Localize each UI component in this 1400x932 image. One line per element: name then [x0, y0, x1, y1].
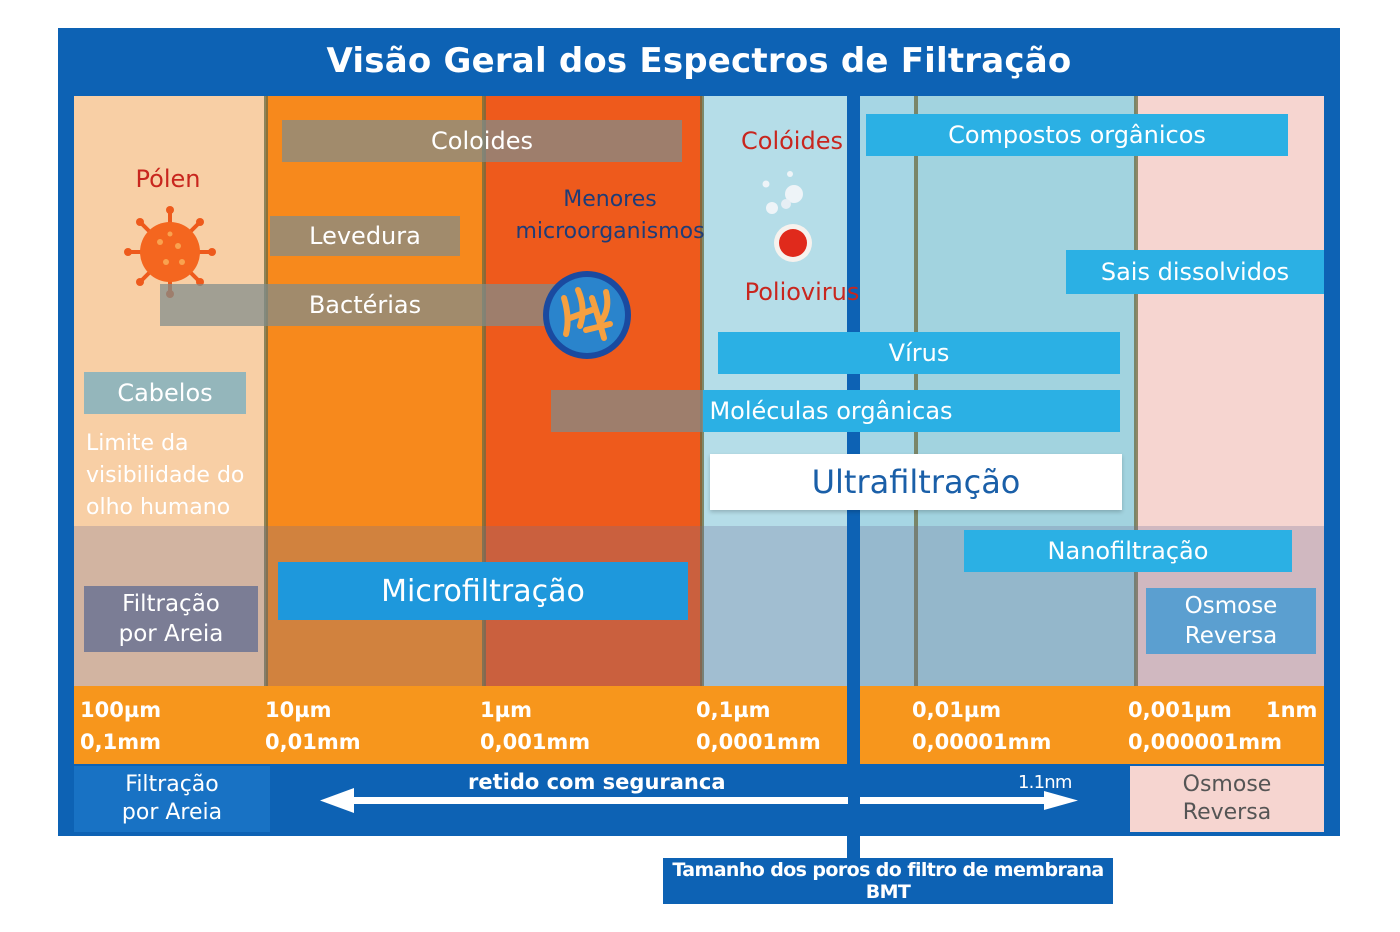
osmose-line1: Osmose [1184, 593, 1278, 619]
label-sais-dissolvidos: Sais dissolvidos [1066, 250, 1324, 294]
label-osmose-reversa: Osmose Reversa [1146, 588, 1316, 654]
bottom-areia-line2: por Areia [121, 800, 223, 825]
label-compostos-organicos: Compostos orgânicos [866, 114, 1288, 156]
scale-tick-100um: 100µm 0,1mm [80, 694, 161, 758]
moleculas-bar-cyan [703, 390, 1120, 432]
scale-tick-bottom: 0,0001mm [696, 730, 821, 754]
label-cabelos: Cabelos [84, 372, 246, 414]
scale-tick-bottom: 0,000001mm [1128, 730, 1283, 754]
label-filtracao-areia: Filtração por Areia [84, 586, 258, 652]
label-levedura: Levedura [270, 216, 460, 256]
label-menores-line1: Menores [563, 187, 657, 212]
scale-tick-top: 0,001µm [1128, 698, 1232, 722]
label-coloides-2: Colóides [741, 127, 843, 155]
moleculas-bar-gray [551, 390, 703, 432]
scale-tick-10um: 10µm 0,01mm [265, 694, 361, 758]
bottom-filtracao-areia: Filtração por Areia [74, 766, 270, 832]
scale-tick-1nm: 1nm [1266, 694, 1317, 726]
scale-tick-top: 100µm [80, 698, 162, 722]
scale-tick-1um: 1µm 0,001mm [480, 694, 590, 758]
poliovirus-icon [774, 224, 812, 262]
scale-tick-bottom: 0,001mm [480, 730, 591, 754]
label-1-1nm: 1.1nm [1018, 772, 1072, 793]
colloid-icon [762, 171, 803, 214]
label-polen: Pólen [135, 165, 201, 193]
scale-tick-top: 0,01µm [912, 698, 1002, 722]
scale-bar-right [860, 686, 1324, 764]
label-nanofiltracao: Nanofiltração [964, 530, 1292, 572]
footer-pore-size-label: Tamanho dos poros do filtro de membrana … [663, 858, 1113, 904]
filtracao-areia-line2: por Areia [118, 621, 224, 647]
filtracao-areia-line1: Filtração [122, 591, 220, 617]
column-0-001um [1136, 96, 1324, 686]
label-coloides: Coloides [282, 120, 682, 162]
label-retido-com-seguranca: retido com seguranca [468, 770, 726, 794]
scale-tick-0-1um: 0,1µm 0,0001mm [696, 694, 821, 758]
footer-connector [847, 836, 860, 860]
label-poliovirus: Poliovirus [744, 278, 860, 306]
label-menores-microorganismos: Menores microorganismos [500, 184, 720, 248]
arrow-retido-icon [320, 788, 1078, 813]
label-virus: Vírus [718, 332, 1120, 374]
bacteria-icon [543, 271, 631, 359]
column-divider [1134, 96, 1138, 686]
scale-tick-0-001um: 0,001µm 0,000001mm [1128, 694, 1282, 758]
bottom-osmose-line2: Reversa [1182, 800, 1272, 825]
scale-tick-bottom: 0,01mm [265, 730, 361, 754]
column-divider [482, 96, 486, 686]
osmose-line2: Reversa [1184, 623, 1278, 649]
scale-tick-bottom: 0,00001mm [912, 730, 1052, 754]
bottom-areia-line1: Filtração [125, 772, 219, 797]
diagram-title: Visão Geral dos Espectros de Filtração [326, 41, 1072, 81]
scale-tick-bottom: 0,1mm [80, 730, 161, 754]
label-limite-visibilidade: Limite da visibilidade do olho humano [86, 428, 264, 524]
scale-tick-0-01um: 0,01µm 0,00001mm [912, 694, 1051, 758]
limite-line1: Limite da [86, 431, 189, 456]
label-bacterias: Bactérias [160, 284, 570, 326]
label-microfiltracao: Microfiltração [278, 562, 688, 620]
label-moleculas-organicas: Moléculas orgânicas [709, 397, 953, 425]
limite-line3: olho humano [86, 495, 231, 520]
label-ultrafiltracao: Ultrafiltração [710, 454, 1122, 510]
scale-tick-top: 1nm [1266, 698, 1318, 722]
label-menores-line2: microorganismos [515, 219, 705, 244]
column-divider [264, 96, 268, 686]
scale-tick-top: 1µm [480, 698, 532, 722]
pollen-icon [124, 206, 216, 298]
scale-bar-left [74, 686, 847, 764]
scale-tick-top: 10µm [265, 698, 332, 722]
scale-tick-top: 0,1µm [696, 698, 771, 722]
bottom-osmose-reversa: Osmose Reversa [1130, 766, 1324, 832]
limite-line2: visibilidade do [86, 463, 245, 488]
bottom-osmose-line1: Osmose [1182, 772, 1272, 797]
